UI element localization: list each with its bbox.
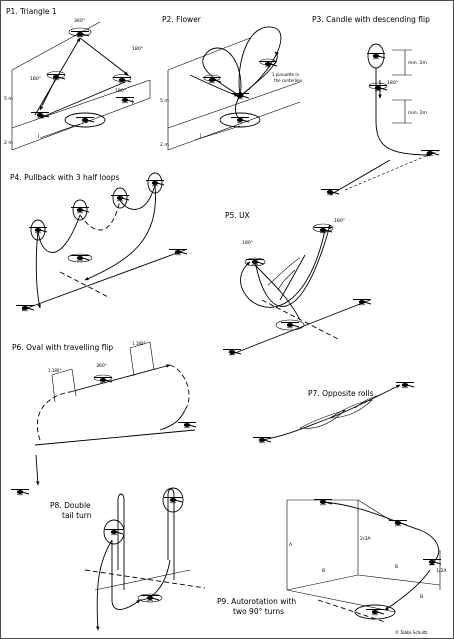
label-p9-b3: B bbox=[420, 594, 423, 600]
label-p1-5m: 5 m bbox=[4, 96, 13, 102]
figure-title-p5: P5. UX bbox=[225, 211, 250, 220]
label-p9-a: A bbox=[289, 542, 293, 548]
figure-title-p4: P4. Pullback with 3 half loops bbox=[10, 173, 120, 182]
figure-p4-pullback: P4. Pullback with 3 half loops bbox=[10, 172, 188, 312]
label-p2-5m: 5 m bbox=[160, 98, 169, 104]
label-p6-180b: 1 180° bbox=[132, 341, 145, 346]
label-p1-180a: 180° bbox=[132, 46, 143, 52]
label-p1-2m: 2 m bbox=[4, 140, 13, 146]
figure-title-p7: P7. Opposite rolls bbox=[308, 389, 374, 398]
label-p3-min2m-b: min. 2m bbox=[408, 110, 428, 116]
figure-title-p9a: P9. Autorotation with bbox=[217, 597, 296, 606]
label-p9-23a: 2/3A bbox=[360, 536, 371, 542]
figure-title-p2: P2. Flower bbox=[162, 15, 202, 24]
label-p1-180c: 180° bbox=[115, 88, 126, 94]
figure-title-p3: P3. Candle with descending flip bbox=[312, 15, 430, 24]
figure-p3-candle: P3. Candle with descending flip min. 2m … bbox=[312, 15, 441, 196]
credit-text: © Tobbs Schultz bbox=[395, 630, 428, 635]
figure-title-p8a: P8. Double bbox=[50, 501, 91, 510]
figure-p6-oval: P6. Oval with travelling flip 1 180° 360… bbox=[10, 341, 197, 496]
figure-title-p1: P1. Triangle 1 bbox=[6, 7, 57, 16]
label-p9-b2: B bbox=[395, 564, 398, 570]
label-p6-180a: 1 180° bbox=[48, 368, 61, 373]
label-p5-180b: 180° bbox=[334, 218, 345, 224]
figure-p9-autorotation: P9. Autorotation with two 90° turns A 2/… bbox=[217, 499, 447, 623]
label-p6-360: 360° bbox=[96, 363, 107, 369]
label-p9-b1: B bbox=[322, 568, 325, 574]
figure-title-p9b: two 90° turns bbox=[233, 607, 284, 616]
label-p3-180: 180° bbox=[387, 80, 398, 86]
label-p2-2m: 2 m bbox=[160, 142, 169, 148]
figure-title-p6: P6. Oval with travelling flip bbox=[12, 343, 113, 352]
label-p1-360: 360° bbox=[74, 18, 85, 24]
figure-p2-flower: P2. Flower 1 pirouette in the centerline… bbox=[160, 15, 302, 151]
figure-p8-tailturn: P8. Double tail turn bbox=[50, 487, 206, 631]
label-p2-j: J bbox=[199, 133, 201, 139]
label-p1-j2: J bbox=[131, 99, 133, 105]
label-p3-min2m-a: min. 2m bbox=[408, 60, 428, 66]
label-p9-12a: 1/2A bbox=[436, 568, 447, 574]
label-p2-pirouette: 1 pirouette in bbox=[272, 72, 299, 77]
figure-p7-rolls: P7. Opposite rolls bbox=[252, 382, 415, 444]
figure-title-p8b: tail turn bbox=[62, 511, 92, 520]
label-p1-180b: 180° bbox=[30, 76, 41, 82]
label-p2-centerline: the centerline bbox=[274, 78, 302, 83]
figure-p5-ux: P5. UX 180° 180° bbox=[222, 211, 372, 356]
label-p5-180a: 180° bbox=[242, 240, 253, 246]
figure-p1-triangle: P1. Triangle 1 360° 180° 180° 180° 5 m 2… bbox=[4, 7, 151, 151]
label-p1-j1: J bbox=[37, 133, 39, 139]
